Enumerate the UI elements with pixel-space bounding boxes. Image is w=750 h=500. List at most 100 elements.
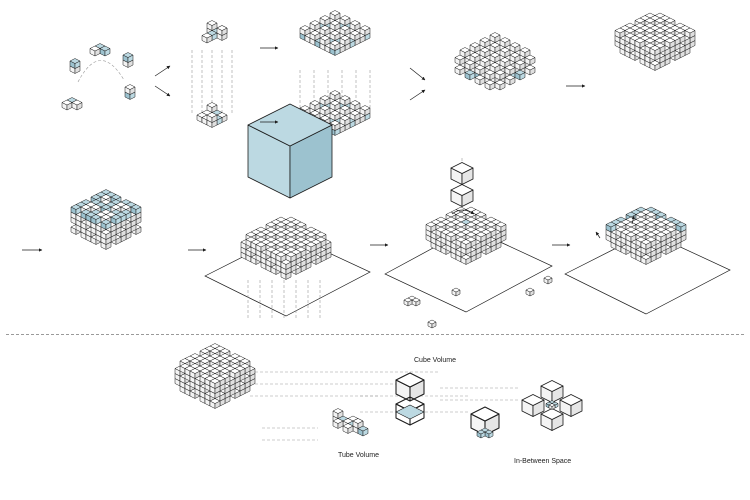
unit-cube [206,20,218,26]
tube-lattice-top [201,20,228,44]
unit-cube [649,45,661,51]
unit-cube [469,52,481,58]
unit-cube [499,47,511,53]
arrow-right-icon [409,67,426,81]
unit-cube [339,105,351,111]
unit-cube [359,105,371,111]
floating-cube-upper [450,162,474,185]
unit-cube [459,47,471,53]
unit-cube [319,35,331,41]
unit-cube [339,35,351,41]
unit-cube [69,58,81,64]
unit-cube [329,100,341,106]
tube-volume [332,408,369,437]
unit-cube [519,47,531,53]
seed-piece-left [69,58,81,74]
unit-cube [664,37,676,44]
tube-assembly-top [299,10,371,56]
loose-cube [543,275,553,285]
unit-cube [319,95,331,101]
unit-cube [489,62,501,68]
unit-cube [509,42,521,48]
unit-cube [349,20,361,26]
unit-cube [349,100,361,106]
cube-assemblies [61,10,696,439]
arrow-right-icon [154,65,171,77]
unit-cube [201,32,213,39]
unit-cube [206,102,218,108]
unit-cube [339,25,351,31]
unit-cube [684,27,696,34]
floating-cube-lower [450,184,474,207]
in-between-cube-right [559,394,583,417]
seed-piece-right [122,52,134,68]
in-between-core [545,400,559,410]
in-between-space-label: In-Between Space [514,458,572,465]
grid-block [240,216,332,280]
unit-cube [124,84,136,90]
unit-cube [489,52,501,58]
unit-cube [319,115,331,121]
seed-piece-bottom-left [61,97,83,111]
unit-cube [499,57,511,63]
unit-cube [339,95,351,101]
unit-cube [206,112,218,118]
unit-cube [339,115,351,121]
unit-cube [329,120,341,126]
unit-cube [299,105,311,111]
unit-cube [309,110,321,116]
unit-cube [499,37,511,43]
unit-cube [349,110,361,116]
unit-cube [319,15,331,21]
unit-cube [349,30,361,36]
unit-cube [329,20,341,26]
cube-volume-accent [395,404,425,420]
unit-cube [89,45,101,52]
loose-cube [451,287,461,297]
unit-cube [61,99,73,106]
unit-cube [309,30,321,36]
final-building [174,343,256,409]
tube-lattice-bottom [196,102,228,128]
unit-cube [319,105,331,111]
accent-cube-cluster [70,189,142,250]
cube-volume-label: Cube Volume [414,357,457,364]
unit-cube [71,99,83,106]
unit-cube [479,57,491,63]
unit-cube [479,47,491,53]
dense-lattice [614,12,696,71]
final-assembly [605,206,687,265]
unit-cube [309,20,321,26]
loose-cubes [403,295,421,307]
merged-lattice [454,32,536,91]
in-between-cube-top [540,380,564,403]
unit-cube [469,42,481,48]
tube-volume-label: Tube Volume [338,452,379,459]
loose-cube [427,319,437,329]
unit-cube [99,45,111,52]
unit-cube [329,90,341,96]
unit-cube [329,30,341,36]
arrow-right-icon [154,85,171,97]
section-divider [6,334,744,335]
arrow-right-icon [409,89,426,101]
seed-piece-bottom-right [124,84,136,100]
unit-cube [309,100,321,106]
unit-cube [122,52,134,58]
unit-cube [329,40,341,46]
unit-cube [489,32,501,38]
loose-cube [525,287,535,297]
unit-cube [299,25,311,31]
unit-cube [339,15,351,21]
in-between-cube-left [521,394,545,417]
in-between-cube-front [540,408,564,431]
arrow-right-icon [595,231,601,239]
unit-cube [319,25,331,31]
unit-cube [359,25,371,31]
partial-block [425,206,507,265]
unit-cube [329,110,341,116]
unit-cube [479,37,491,43]
unit-cube [509,52,521,58]
unit-cube [329,10,341,16]
